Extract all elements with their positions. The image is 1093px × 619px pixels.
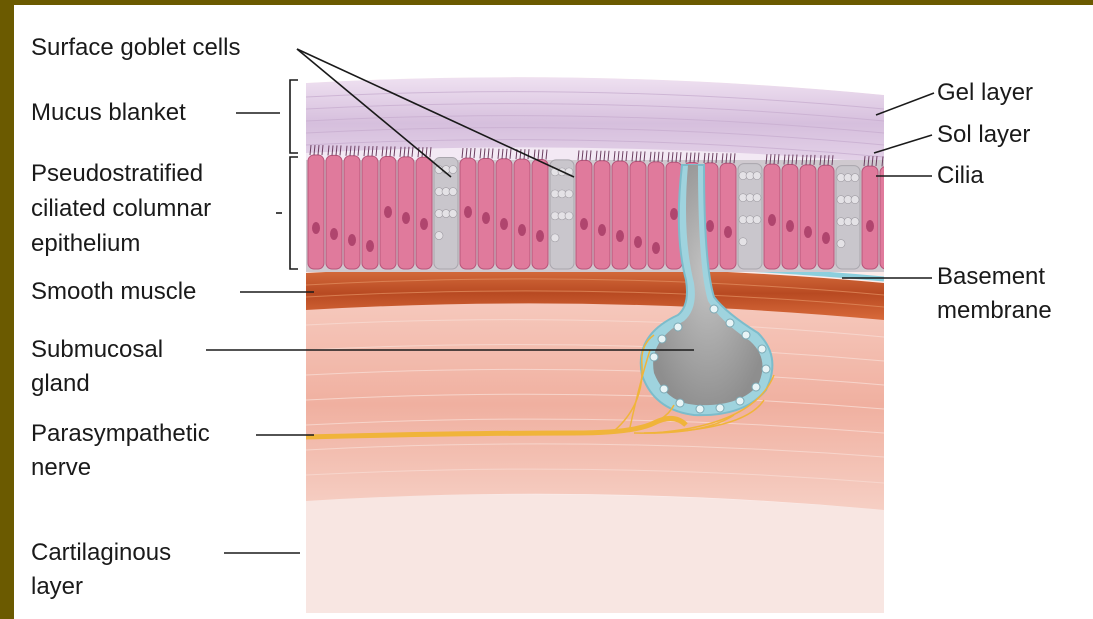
submucosa bbox=[306, 300, 884, 510]
mucus-granule bbox=[753, 216, 761, 224]
columnar-cell bbox=[532, 160, 548, 269]
mucus-granule bbox=[565, 212, 573, 220]
columnar-cell bbox=[326, 155, 342, 269]
columnar-cell bbox=[362, 156, 378, 269]
cell-nucleus bbox=[884, 226, 892, 238]
cell-nucleus bbox=[822, 232, 830, 244]
cell-nucleus bbox=[348, 234, 356, 246]
cell-nucleus bbox=[312, 222, 320, 234]
mucus-granule bbox=[851, 196, 859, 204]
columnar-cell bbox=[862, 166, 878, 269]
label-submucosal-line2: gland bbox=[31, 370, 90, 397]
columnar-cell bbox=[496, 159, 512, 269]
columnar-cell bbox=[782, 165, 798, 269]
cell-nucleus bbox=[634, 236, 642, 248]
mucus-granule bbox=[551, 234, 559, 242]
label-cilia: Cilia bbox=[937, 162, 984, 189]
cell-nucleus bbox=[464, 206, 472, 218]
cilium bbox=[886, 156, 887, 166]
label-sol-layer: Sol layer bbox=[937, 121, 1030, 148]
columnar-cell bbox=[720, 163, 736, 269]
mucus-granule bbox=[837, 240, 845, 248]
columnar-cell bbox=[800, 165, 816, 269]
cell-nucleus bbox=[580, 218, 588, 230]
label-smooth-muscle: Smooth muscle bbox=[31, 278, 196, 305]
mucus-granule bbox=[435, 232, 443, 240]
columnar-cell bbox=[818, 165, 834, 269]
label-submucosal-line1: Submucosal bbox=[31, 336, 163, 363]
cell-nucleus bbox=[768, 214, 776, 226]
epithelium-bracket bbox=[290, 157, 298, 269]
mucus-granule bbox=[565, 190, 573, 198]
cell-nucleus bbox=[402, 212, 410, 224]
mucus-granule bbox=[739, 238, 747, 246]
label-cartilaginous-line1: Cartilaginous bbox=[31, 539, 171, 566]
label-gel-layer: Gel layer bbox=[937, 79, 1033, 106]
cell-nucleus bbox=[616, 230, 624, 242]
mucus-granule bbox=[449, 166, 457, 174]
cell-nucleus bbox=[420, 218, 428, 230]
mucus-granule bbox=[851, 174, 859, 182]
label-parasympathetic-line1: Parasympathetic bbox=[31, 420, 210, 447]
cartilaginous-layer bbox=[306, 494, 884, 619]
label-basement-line2: membrane bbox=[937, 297, 1052, 324]
mucus-bracket bbox=[290, 80, 298, 153]
cell-nucleus bbox=[482, 212, 490, 224]
label-parasympathetic-line2: nerve bbox=[31, 454, 91, 481]
mucus-granule bbox=[753, 194, 761, 202]
label-basement-line1: Basement bbox=[937, 263, 1045, 290]
cell-nucleus bbox=[518, 224, 526, 236]
airway-wall-diagram: Surface goblet cells Mucus blanket Pseud… bbox=[14, 5, 1093, 619]
cell-nucleus bbox=[536, 230, 544, 242]
cell-nucleus bbox=[670, 208, 678, 220]
columnar-cell bbox=[576, 160, 592, 269]
columnar-cell bbox=[308, 155, 324, 269]
cilium bbox=[894, 156, 895, 166]
tissue-block bbox=[306, 65, 896, 619]
mucus-granule bbox=[449, 188, 457, 196]
label-cartilaginous-line2: layer bbox=[31, 573, 83, 600]
columnar-cell bbox=[630, 161, 646, 269]
diagram-canvas: Surface goblet cells Mucus blanket Pseud… bbox=[14, 5, 1093, 619]
cell-nucleus bbox=[366, 240, 374, 252]
label-surface-goblet-cells: Surface goblet cells bbox=[31, 34, 240, 61]
mucus-granule bbox=[449, 210, 457, 218]
cell-nucleus bbox=[330, 228, 338, 240]
columnar-cell bbox=[514, 159, 530, 269]
epithelium bbox=[306, 145, 896, 272]
columnar-cell bbox=[344, 156, 360, 269]
cell-nucleus bbox=[706, 220, 714, 232]
label-mucus-blanket: Mucus blanket bbox=[31, 99, 186, 126]
columnar-cell bbox=[880, 166, 896, 269]
label-pseudostratified-line3: epithelium bbox=[31, 230, 140, 257]
cilium bbox=[890, 156, 891, 166]
cell-nucleus bbox=[652, 242, 660, 254]
label-pseudostratified-line2: ciliated columnar bbox=[31, 195, 211, 222]
columnar-cell bbox=[416, 157, 432, 269]
cell-nucleus bbox=[786, 220, 794, 232]
gel-leader bbox=[876, 93, 934, 115]
cell-nucleus bbox=[804, 226, 812, 238]
mucus-granule bbox=[851, 218, 859, 226]
columnar-cell bbox=[612, 161, 628, 269]
cell-nucleus bbox=[384, 206, 392, 218]
mucus-granule bbox=[753, 172, 761, 180]
cell-nucleus bbox=[724, 226, 732, 238]
label-pseudostratified-line1: Pseudostratified bbox=[31, 160, 203, 187]
cell-nucleus bbox=[598, 224, 606, 236]
cell-nucleus bbox=[500, 218, 508, 230]
columnar-cell bbox=[594, 161, 610, 269]
cell-nucleus bbox=[866, 220, 874, 232]
